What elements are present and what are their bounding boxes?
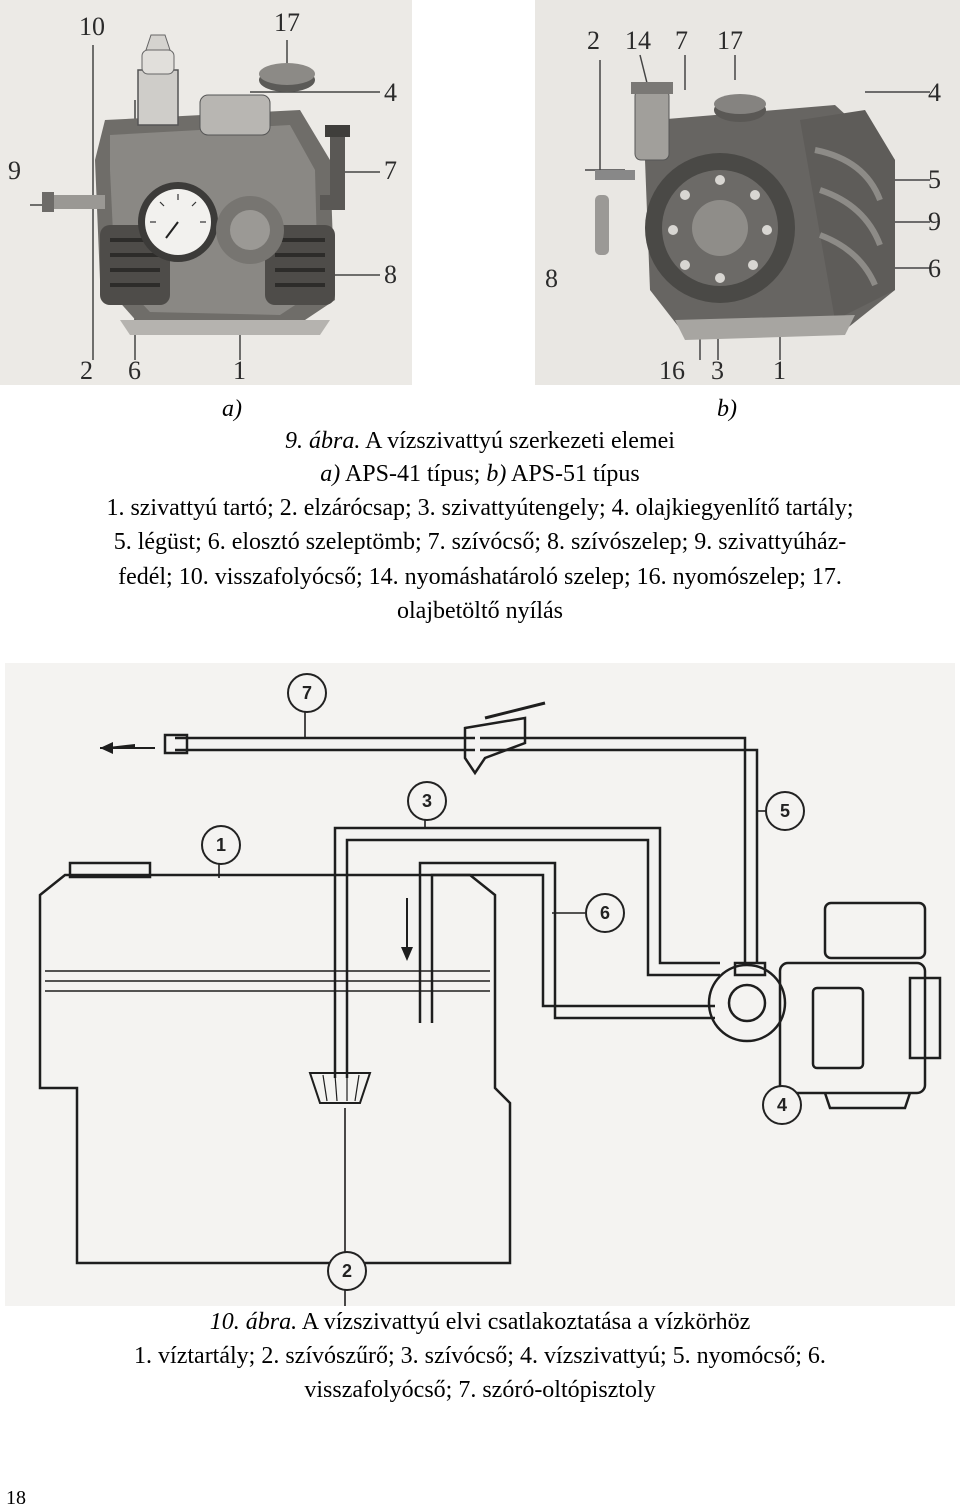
badge-6: 6: [585, 893, 625, 933]
callout-10: 10: [79, 12, 105, 41]
pump-aps51-illustration: [585, 54, 930, 360]
figure9-subtitle-a-text: APS-41 típus;: [340, 461, 487, 487]
callout-7: 7: [384, 156, 397, 185]
figure9-legend-line: 1. szivattyú tartó; 2. elzárócsap; 3. sz…: [106, 495, 854, 521]
callout-14: 14: [625, 26, 651, 55]
callout-6: 6: [928, 254, 941, 283]
callout-4: 4: [384, 78, 397, 107]
callout-2: 2: [587, 26, 600, 55]
callout-5: 5: [928, 165, 941, 194]
badge-2: 2: [327, 1251, 367, 1291]
figure10-title-number: 10. ábra.: [209, 1309, 298, 1335]
figure9-subtitle-b-text: APS-51 típus: [506, 461, 640, 487]
badge-4: 4: [762, 1085, 802, 1125]
callout-17: 17: [274, 8, 300, 37]
motor-tank: [823, 901, 927, 960]
water-circuit-schematic: [38, 701, 942, 1306]
figure9-legend-line: olajbetöltő nyílás: [397, 598, 563, 624]
suction-pipe: [333, 826, 720, 1078]
callout-8: 8: [545, 264, 558, 293]
figure9-subtitle-a-label: a): [320, 461, 341, 487]
figure10-diagram: 7 3 1 6 5 4 2: [5, 663, 955, 1306]
figure10-title: 10. ábra. A vízszivattyú elvi csatlakozt…: [0, 1310, 960, 1334]
badge-7: 7: [287, 673, 327, 713]
badge-1: 1: [201, 825, 241, 865]
motor-body: [778, 961, 927, 1095]
callout-4: 4: [928, 78, 941, 107]
figure9-label-a: a): [222, 396, 242, 422]
badge-3: 3: [407, 781, 447, 821]
callout-9: 9: [8, 156, 21, 185]
figure10-title-text: A vízszivattyú elvi csatlakoztatása a ví…: [297, 1309, 751, 1335]
pump-aps41-illustration: [30, 34, 380, 360]
callout-3: 3: [711, 356, 724, 385]
figure9-legend-line: 5. légüst; 6. elosztó szeleptömb; 7. szí…: [113, 529, 847, 555]
figure10-legend-line: visszafolyócső; 7. szóró-oltópisztoly: [304, 1377, 656, 1403]
tank-filler-cap: [68, 861, 152, 879]
return-pipe: [418, 861, 715, 1023]
figure9-label-b: b): [717, 396, 737, 422]
figure9-title: 9. ábra. A vízszivattyú szerkezeti eleme…: [0, 429, 960, 453]
figure9-title-text: A vízszivattyú szerkezeti elemei: [360, 428, 675, 454]
callout-17: 17: [717, 26, 743, 55]
figure9-photo-a: 10 17 4 9 7 8 2 6 1: [0, 0, 412, 385]
figure9-legend-line: fedél; 10. visszafolyócső; 14. nyomáshat…: [118, 564, 842, 590]
pressure-pipe: [480, 736, 747, 963]
tank-outline: [38, 873, 512, 1265]
pump-head: [707, 963, 787, 1043]
callout-1: 1: [233, 356, 246, 385]
callout-9: 9: [928, 207, 941, 236]
callout-2: 2: [80, 356, 93, 385]
figure9-title-number: 9. ábra.: [285, 428, 361, 454]
figure9-subtitle: a) APS-41 típus; b) APS-51 típus: [0, 462, 960, 486]
callout-16: 16: [659, 356, 685, 385]
callout-6: 6: [128, 356, 141, 385]
callout-1: 1: [773, 356, 786, 385]
suction-strainer: [308, 1072, 372, 1104]
page-number: 18: [6, 1487, 26, 1509]
spray-hose: [175, 736, 475, 752]
badge-5: 5: [765, 791, 805, 831]
figure10-legend-line: 1. víztartály; 2. szívószűrő; 3. szívócs…: [134, 1343, 826, 1369]
figure9-photo-b: 2 14 7 17 4 5 9 6 8 16 3 1 10: [535, 0, 960, 385]
spray-gun: [463, 716, 527, 776]
figure9-subtitle-b-label: b): [486, 461, 507, 487]
callout-7: 7: [675, 26, 688, 55]
callout-8: 8: [384, 260, 397, 289]
